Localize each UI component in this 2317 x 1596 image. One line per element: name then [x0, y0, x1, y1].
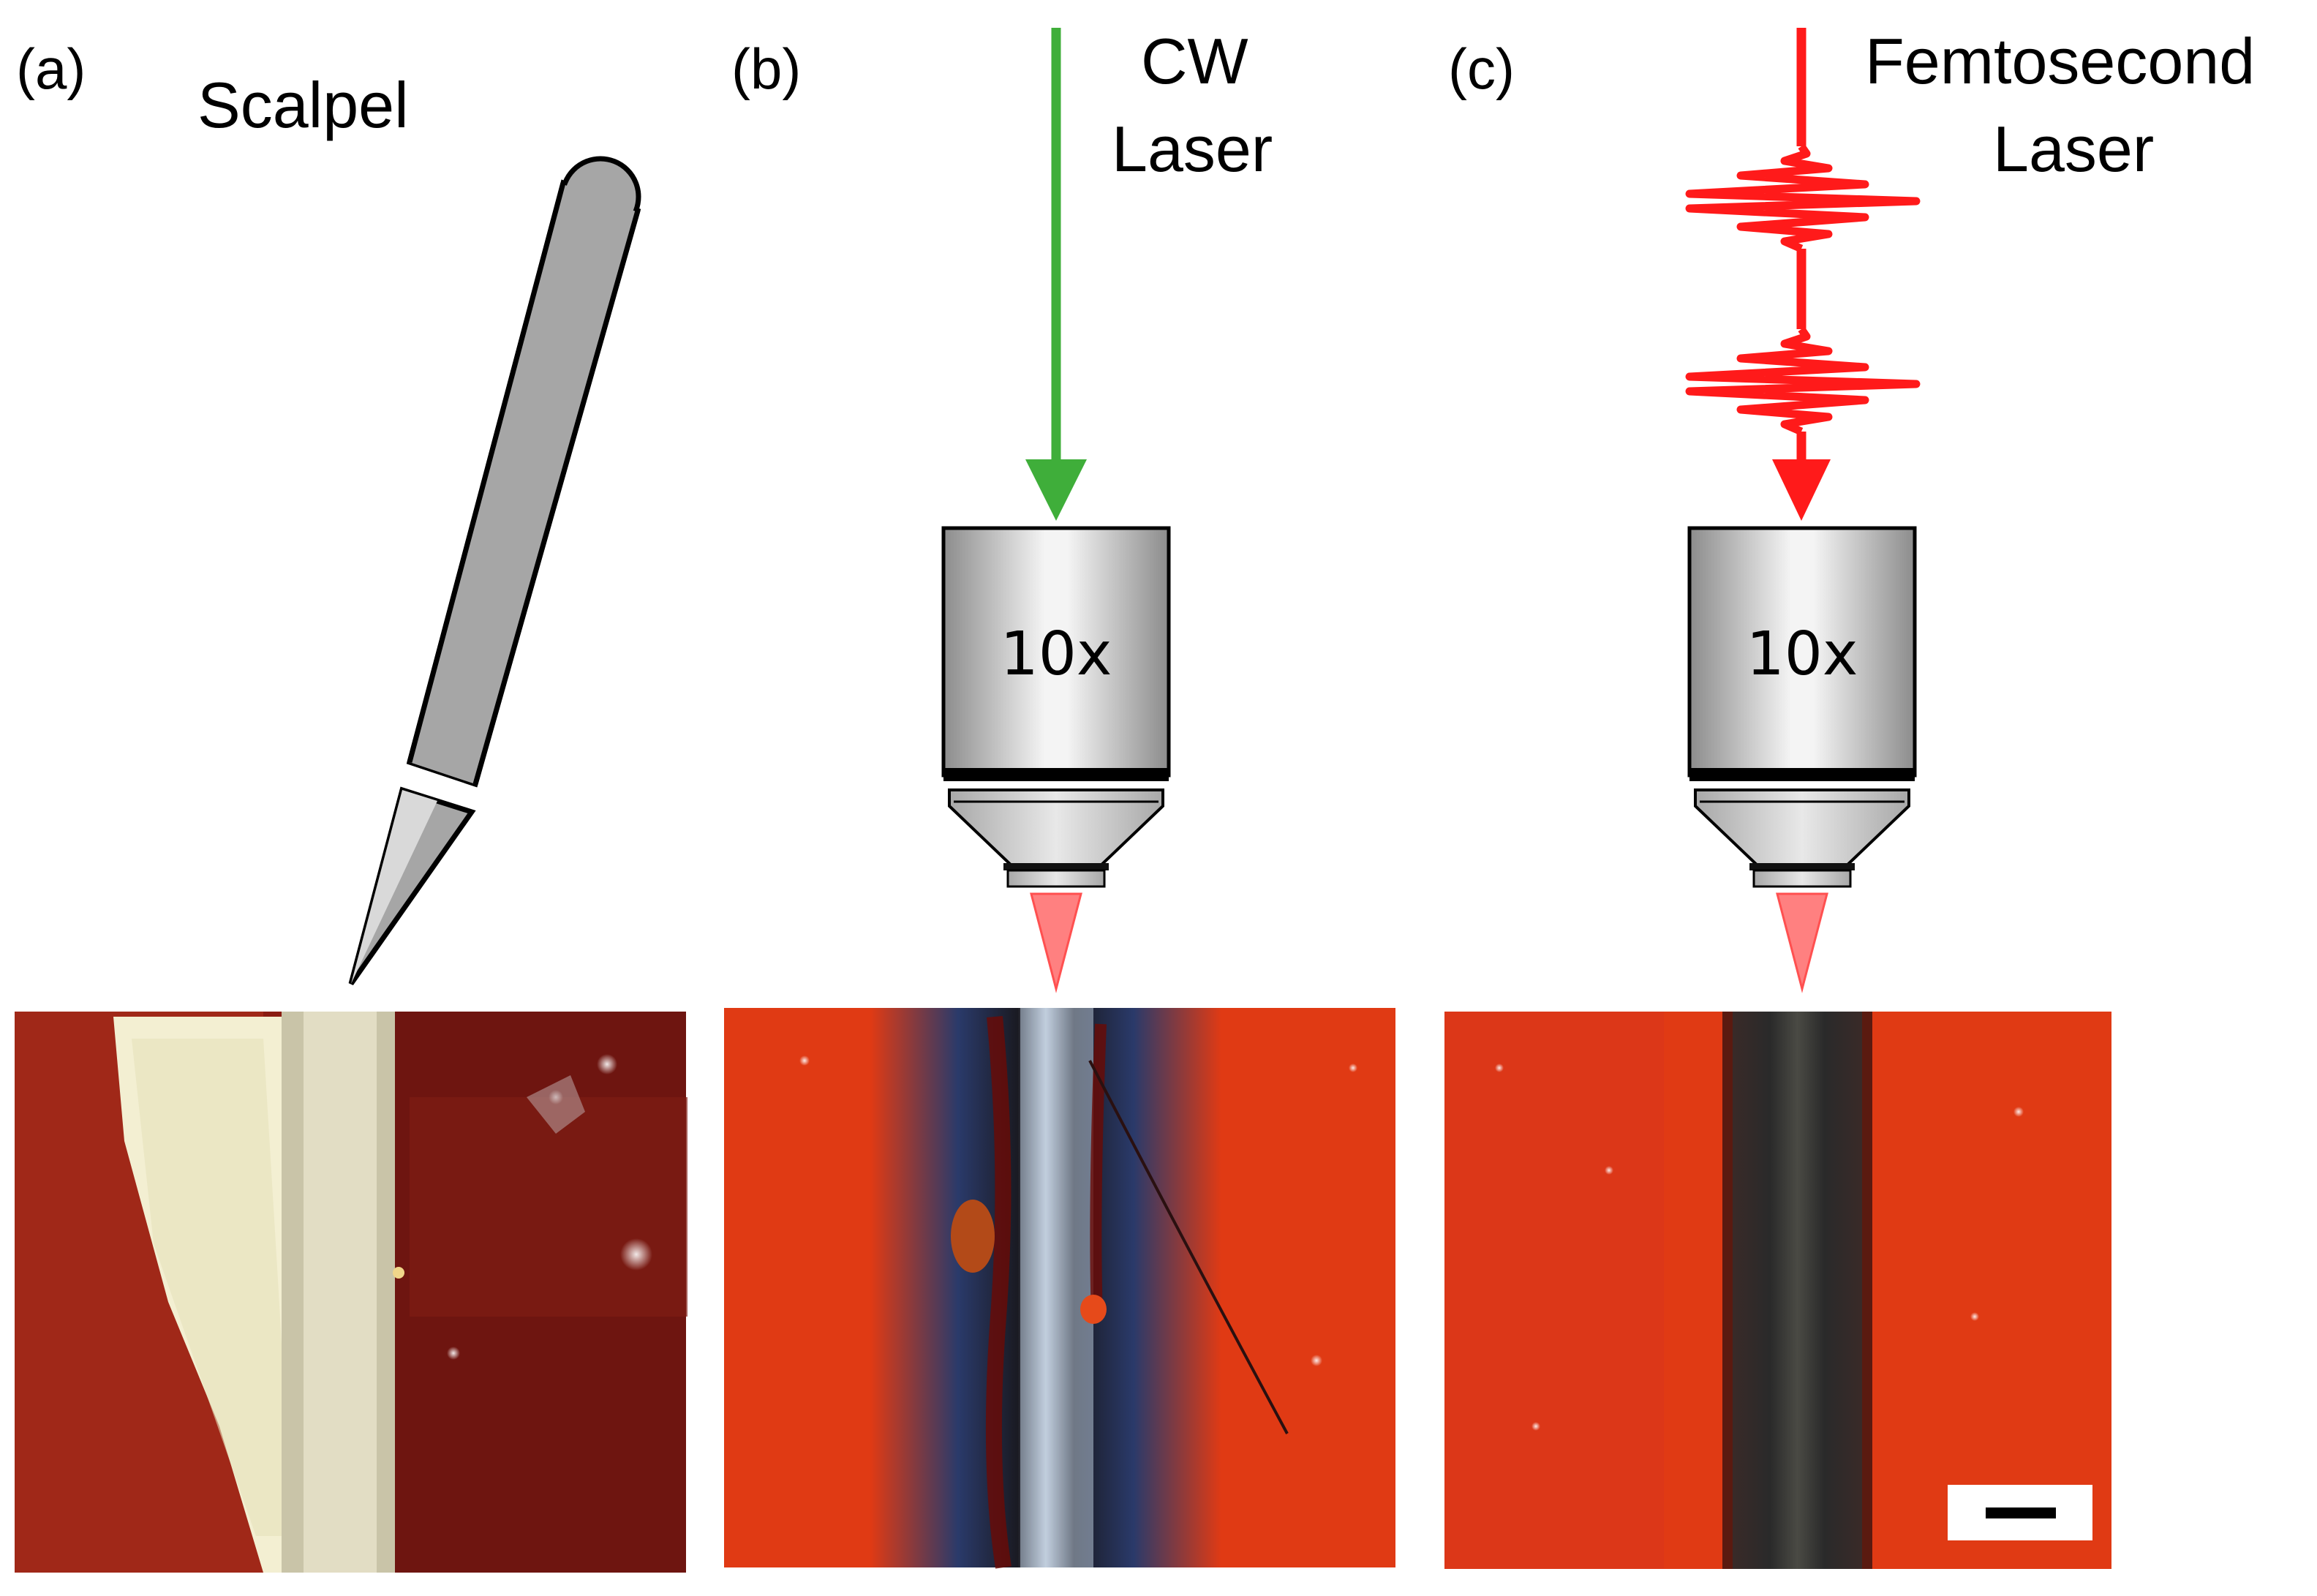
panel-c-title-line1: Femtosecond	[1865, 25, 2256, 97]
fs-beam-arrow	[1685, 28, 1921, 521]
scalpel-cut-photo	[15, 1012, 687, 1573]
cw-beam-arrow	[1025, 28, 1087, 521]
scalpel-icon	[348, 156, 641, 986]
panel-b-tag: (b)	[731, 37, 802, 101]
focus-cone-c	[1776, 892, 1828, 993]
panel-b-title-line2: Laser	[1112, 113, 1273, 185]
panel-c-title-line2: Laser	[1993, 113, 2155, 185]
cw-cut-photo	[724, 1008, 1395, 1569]
panel-a-tag: (a)	[16, 37, 86, 101]
panel-c-tag: (c)	[1448, 37, 1515, 101]
focus-cone-b	[1030, 892, 1082, 993]
scale-bar	[1986, 1507, 2056, 1518]
panel-a-title: Scalpel	[197, 69, 409, 141]
objective-c-label: 10x	[1747, 620, 1858, 689]
fs-cut-photo	[1444, 1012, 2111, 1569]
panel-b-title-line1: CW	[1141, 25, 1248, 97]
objective-b-label: 10x	[1001, 620, 1112, 689]
objective-lens-c: 10x	[1687, 526, 1917, 888]
objective-lens-b: 10x	[941, 526, 1171, 888]
